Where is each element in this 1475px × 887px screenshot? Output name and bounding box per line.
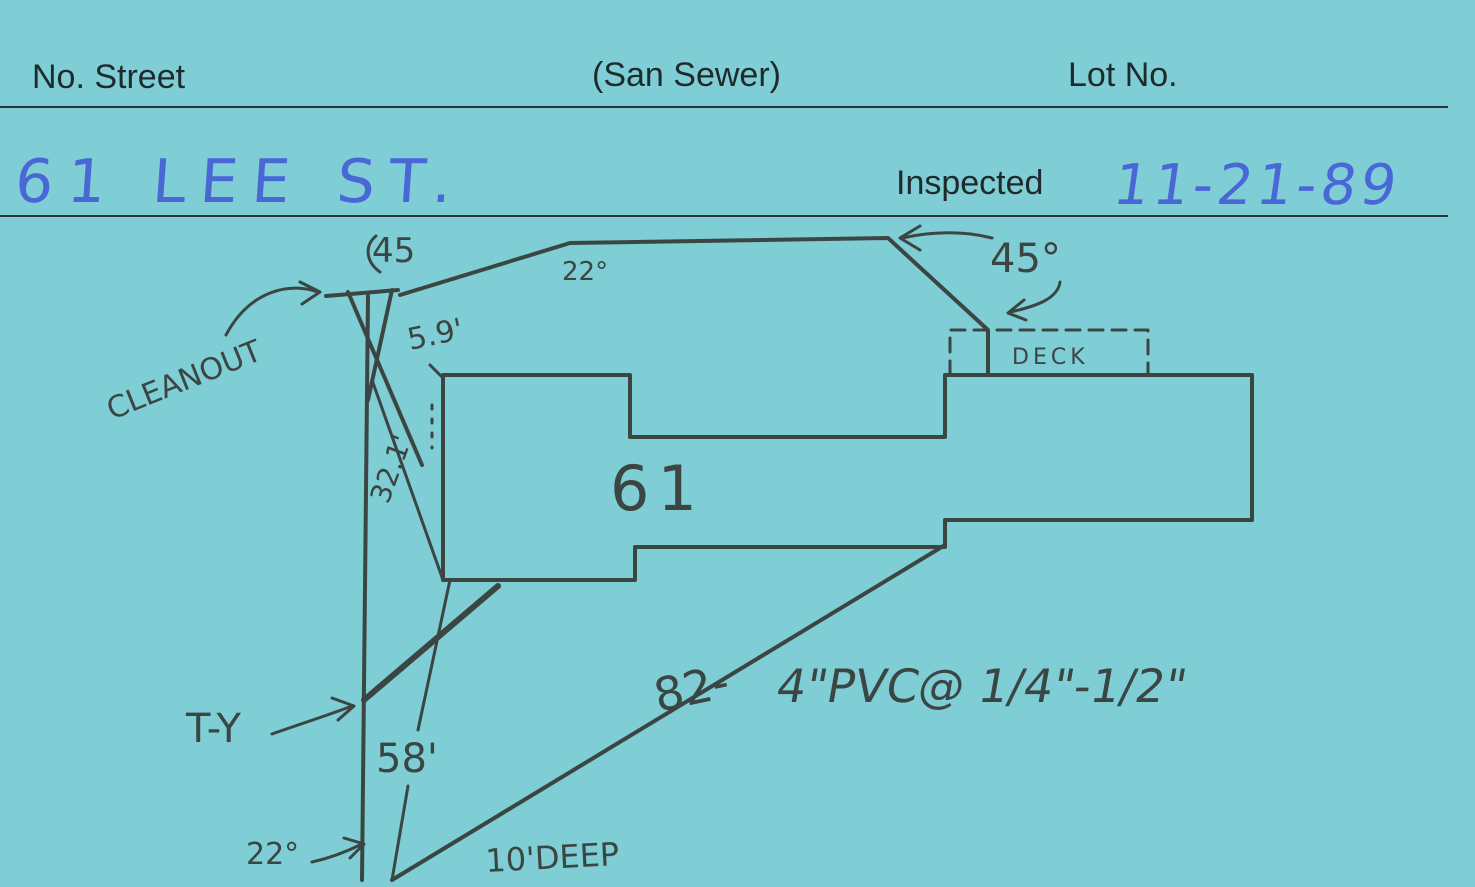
tie-line-house-corner xyxy=(370,378,445,582)
pipe-spec-label: 4"PVC@ 1/4"-1/2" xyxy=(772,659,1191,713)
distance-32-1-label: 32.1' xyxy=(364,430,419,507)
tee-branch-line xyxy=(361,583,501,703)
tie-line-58 xyxy=(416,578,452,732)
distance-82-label: 82- xyxy=(649,654,734,722)
angle-top-right-arrow xyxy=(898,224,994,252)
address-entry: 61 LEE ST. xyxy=(13,147,468,217)
sewer-line-main xyxy=(360,294,370,882)
cleanout-label: CLEANOUT xyxy=(102,333,267,427)
inspected-label: Inspected xyxy=(896,164,1044,202)
angle-top-label: 22° xyxy=(562,257,608,287)
house-number-label: 61 xyxy=(610,452,705,525)
distance-5-9-label: 5.9' xyxy=(404,312,466,358)
house-outline xyxy=(441,373,1254,582)
sewer-line-82 xyxy=(390,543,947,882)
cleanout-arrow xyxy=(224,280,322,337)
tee-arrow xyxy=(270,696,356,736)
sewer-type-label: (San Sewer) xyxy=(592,56,781,94)
address-rule xyxy=(0,215,1448,217)
distance-58-label: 58' xyxy=(376,736,438,782)
angle-top-right-label: 45° xyxy=(990,236,1061,282)
deck-outline xyxy=(948,328,1150,377)
angle-bottom-arrow xyxy=(310,836,366,864)
tie-line-house-top xyxy=(428,363,445,380)
no-street-label: No. Street xyxy=(32,58,186,96)
header-rule xyxy=(0,106,1448,108)
deck-arrow xyxy=(1006,280,1062,322)
inspected-date-entry: 11-21-89 xyxy=(1109,153,1404,218)
angle-bottom-label: 22° xyxy=(246,837,299,872)
depth-label: 10'DEEP xyxy=(484,835,620,880)
sewer-line-top xyxy=(398,236,990,377)
tee-label: T-Y xyxy=(185,706,241,752)
lot-number-label: Lot No. xyxy=(1068,56,1178,94)
angle-top-left-bracket xyxy=(366,234,382,274)
angle-top-left-label: 45 xyxy=(372,231,415,271)
cleanout-x-mark xyxy=(324,288,424,467)
deck-label: DECK xyxy=(1012,345,1089,370)
tie-line-58-lower xyxy=(390,784,410,882)
